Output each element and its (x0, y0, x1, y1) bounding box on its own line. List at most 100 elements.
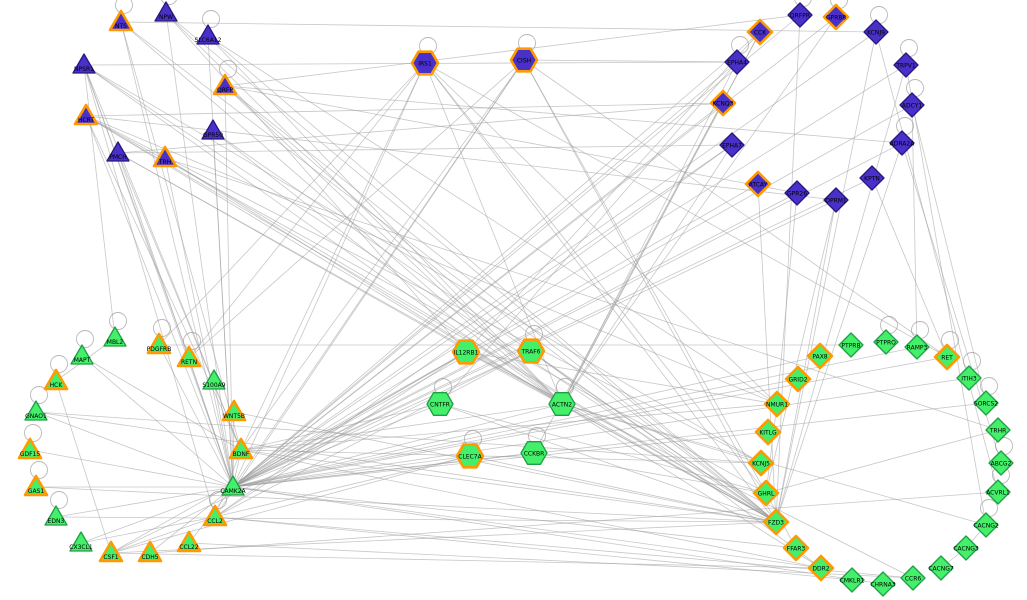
node-label: RET (941, 355, 953, 362)
node-FZD3[interactable]: FZD3 (762, 508, 790, 536)
node-shape-diamond (747, 449, 775, 477)
node-CCK[interactable]: CCK (746, 18, 774, 46)
node-PTPRO[interactable]: PTPRO (873, 329, 899, 355)
edge-KCNJ9-FZD3 (775, 31, 877, 523)
node-NPW[interactable]: NPW (154, 1, 178, 22)
node-PMCH[interactable]: PMCH (106, 141, 130, 162)
node-SORCS2[interactable]: SORCS2 (973, 390, 999, 416)
node-shape-diamond (839, 567, 865, 593)
node-GNAO1[interactable]: GNAO1 (24, 400, 48, 421)
node-RAMP3[interactable]: RAMP3 (904, 334, 930, 360)
node-label: CCKBR (524, 451, 545, 458)
node-label: CHRNA3 (870, 582, 895, 589)
node-ADCY1[interactable]: ADCY1 (899, 92, 925, 118)
node-NPSR1[interactable]: NPSR1 (72, 53, 96, 74)
node-MBL2[interactable]: MBL2 (103, 326, 127, 347)
node-label: CACNG7 (928, 566, 954, 573)
node-shape-diamond (973, 390, 999, 416)
node-label: GPR88 (826, 15, 846, 22)
node-ITIH3[interactable]: ITIH3 (956, 365, 982, 391)
node-KCNQ3[interactable]: KCNQ3 (709, 89, 737, 117)
node-BDNF[interactable]: BDNF (228, 437, 254, 460)
edge-TRPV1-CAMK2A (232, 64, 907, 488)
node-CACNG2[interactable]: CACNG2 (973, 512, 999, 538)
node-CX3CL1[interactable]: CX3CL1 (69, 531, 93, 552)
node-label: EDN3 (48, 518, 65, 525)
node-CMKLR1[interactable]: CMKLR1 (839, 567, 865, 593)
node-HCK[interactable]: HCK (43, 368, 69, 391)
node-ATCAY[interactable]: ATCAY (744, 170, 772, 198)
node-KCNJ5[interactable]: KCNJ5 (747, 449, 775, 477)
node-KPTN[interactable]: KPTN (859, 165, 885, 191)
node-TRPV1[interactable]: TRPV1 (893, 52, 919, 78)
node-label: TRH (158, 159, 171, 166)
node-label: CMKLR1 (840, 578, 865, 585)
node-WNT5B[interactable]: WNT5B (221, 399, 247, 422)
node-EPHA4[interactable]: EPHA4 (724, 49, 750, 75)
node-label: FZD3 (768, 520, 784, 527)
node-PAX8[interactable]: PAX8 (806, 342, 834, 370)
node-HCRT[interactable]: HCRT (73, 103, 99, 126)
node-IRS1[interactable]: IRS1 (410, 50, 440, 76)
node-label: ADCY1 (902, 103, 922, 110)
node-label: CSF1 (103, 554, 118, 561)
self-loop-NTS (115, 0, 133, 14)
node-SLC6A12[interactable]: SLC6A12 (195, 24, 222, 45)
node-ACVRL1[interactable]: ACVRL1 (985, 479, 1011, 505)
node-GRID2[interactable]: GRID2 (784, 365, 812, 393)
node-FFAR3[interactable]: FFAR3 (782, 534, 810, 562)
node-NTS[interactable]: NTS (108, 9, 134, 32)
node-RETN[interactable]: RETN (176, 345, 202, 368)
node-GAS1[interactable]: GAS1 (23, 474, 49, 497)
node-CLEC7A[interactable]: CLEC7A (455, 443, 485, 469)
edge-NPSR1-MBL2 (83, 64, 116, 339)
node-shape-diamond (893, 52, 919, 78)
node-CDH5[interactable]: CDH5 (137, 540, 163, 563)
node-IL12RB1[interactable]: IL12RB1 (451, 339, 481, 365)
node-CAMK2A[interactable]: CAMK2A (220, 475, 247, 496)
node-CSF1[interactable]: CSF1 (98, 540, 124, 563)
node-OPRM1[interactable]: OPRM1 (823, 187, 849, 213)
node-CCL2[interactable]: CCL2 (202, 504, 228, 527)
node-ABCG2[interactable]: ABCG2 (988, 450, 1014, 476)
edge-CISH-EPHA4 (523, 59, 738, 63)
node-S100A9[interactable]: S100A9 (202, 369, 226, 390)
node-CISH[interactable]: CISH (509, 47, 539, 73)
node-GPR88[interactable]: GPR88 (822, 3, 850, 31)
node-PDGFRB[interactable]: PDGFRB (147, 332, 172, 355)
node-EPHA7[interactable]: EPHA7 (719, 132, 745, 158)
edge-PMCH-ACTN2 (117, 152, 563, 405)
node-RET[interactable]: RET (933, 343, 961, 371)
node-TRHR[interactable]: TRHR (985, 417, 1011, 443)
node-NMUR1[interactable]: NMUR1 (763, 390, 791, 418)
node-ACTN2[interactable]: ACTN2 (548, 392, 576, 416)
node-CNTFR[interactable]: CNTFR (426, 392, 454, 416)
node-GHRL[interactable]: GHRL (752, 479, 780, 507)
node-KITLG[interactable]: KITLG (754, 418, 782, 446)
node-shape-diamond (754, 418, 782, 446)
node-GDF15[interactable]: GDF15 (17, 437, 43, 460)
node-QRFPR[interactable]: QRFPR (787, 2, 813, 28)
node-CHRNA3[interactable]: CHRNA3 (870, 571, 896, 597)
node-label: S100A9 (202, 382, 225, 389)
edge-GRID2-CAMK2A (232, 378, 799, 488)
node-KCNJ9[interactable]: KCNJ9 (863, 19, 889, 45)
node-MAPT[interactable]: MAPT (70, 344, 94, 365)
node-PTPRB[interactable]: PTPRB (838, 332, 864, 358)
node-CCKBR[interactable]: CCKBR (520, 441, 548, 465)
node-ADRA2A[interactable]: ADRA2A (889, 130, 916, 156)
node-label: CX3CL1 (69, 544, 93, 551)
node-TRAF6[interactable]: TRAF6 (516, 338, 546, 364)
node-GPR26[interactable]: GPR26 (784, 180, 810, 206)
node-CCL22[interactable]: CCL22 (176, 530, 202, 553)
node-GPR50[interactable]: GPR50 (201, 119, 225, 140)
node-TRH[interactable]: TRH (152, 145, 178, 168)
node-EDN3[interactable]: EDN3 (44, 505, 68, 526)
node-CCR6[interactable]: CCR6 (900, 565, 926, 591)
node-CACNG3[interactable]: CACNG3 (953, 535, 979, 561)
node-CACNG7[interactable]: CACNG7 (928, 555, 954, 581)
node-QRFP[interactable]: QRFP (212, 73, 238, 96)
node-DDR2[interactable]: DDR2 (807, 554, 835, 582)
edge-CISH-FZD3 (523, 59, 777, 523)
